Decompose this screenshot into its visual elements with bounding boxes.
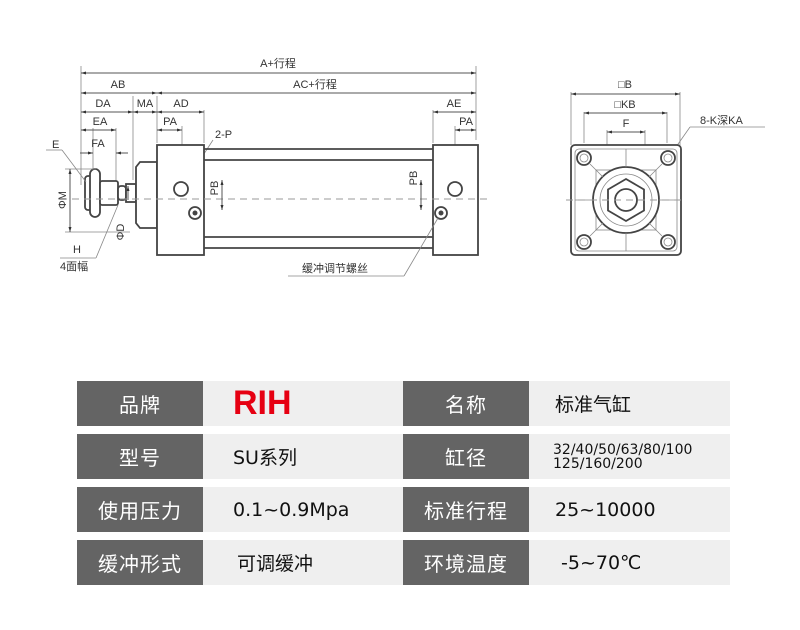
- label-bore: 缸径: [403, 434, 529, 479]
- label-brand: 品牌: [77, 381, 203, 426]
- dim-pb-right: PB: [408, 171, 420, 186]
- dim-h: H: [73, 244, 81, 256]
- value-brand: RIH: [203, 381, 403, 426]
- value-pressure: 0.1~0.9Mpa: [203, 487, 403, 532]
- cylinder-dimension-drawing: A+行程 AB AC+行程 DA MA AD AE EA PA PA FA 2-…: [46, 57, 765, 277]
- value-stroke: 25~10000: [529, 487, 730, 532]
- dim-4-flats: 4面幅: [60, 260, 88, 273]
- dim-pa-right: PA: [459, 116, 474, 128]
- value-cushion: 可调缓冲: [203, 540, 403, 585]
- dim-pa-left: PA: [163, 116, 178, 128]
- value-name: 标准气缸: [529, 381, 730, 426]
- label-stroke: 标准行程: [403, 487, 529, 532]
- label-temperature: 环境温度: [403, 540, 529, 585]
- side-view: A+行程 AB AC+行程 DA MA AD AE EA PA PA FA 2-…: [46, 57, 490, 277]
- label-pressure: 使用压力: [77, 487, 203, 532]
- spec-row-brand: 品牌 RIH 名称 标准气缸: [77, 381, 731, 426]
- end-view: □B □KB F 8-K深KA: [566, 79, 765, 256]
- spec-row-pressure: 使用压力 0.1~0.9Mpa 标准行程 25~10000: [77, 487, 731, 532]
- spec-row-cushion: 缓冲形式 可调缓冲 环境温度 -5~70℃: [77, 540, 731, 585]
- brand-logo: RIH: [233, 384, 292, 422]
- dim-pb-left: PB: [209, 181, 221, 196]
- value-temperature: -5~70℃: [529, 540, 730, 585]
- value-bore: 32/40/50/63/80/100 125/160/200: [529, 434, 730, 479]
- dim-ad: AD: [173, 98, 188, 110]
- dim-ac-stroke: AC+行程: [293, 78, 337, 91]
- spec-row-model: 型号 SU系列 缸径 32/40/50/63/80/100 125/160/20…: [77, 434, 731, 479]
- value-model: SU系列: [203, 434, 403, 479]
- dim-phi-m: ΦM: [57, 191, 69, 209]
- dim-a-stroke: A+行程: [260, 57, 296, 70]
- dim-da: DA: [95, 98, 111, 110]
- dim-k-depth: 8-K深KA: [700, 114, 743, 127]
- dim-ab: AB: [111, 79, 126, 91]
- label-name: 名称: [403, 381, 529, 426]
- cushion-screw-label: 缓冲调节螺丝: [302, 261, 368, 275]
- dim-kb: □KB: [614, 99, 635, 111]
- bore-sizes-line1: 32/40/50/63/80/100: [553, 441, 693, 458]
- dim-ae: AE: [447, 98, 462, 110]
- label-model: 型号: [77, 434, 203, 479]
- bore-sizes-line2: 125/160/200: [553, 455, 643, 472]
- dim-phi-d: ΦD: [115, 224, 127, 241]
- dim-fa: FA: [91, 138, 105, 150]
- dim-e: E: [52, 139, 59, 151]
- dim-ea: EA: [93, 116, 108, 128]
- dim-2p: 2-P: [215, 129, 232, 141]
- dim-ma: MA: [137, 98, 154, 110]
- label-cushion: 缓冲形式: [77, 540, 203, 585]
- dim-b: □B: [618, 79, 632, 91]
- dim-f: F: [623, 118, 630, 130]
